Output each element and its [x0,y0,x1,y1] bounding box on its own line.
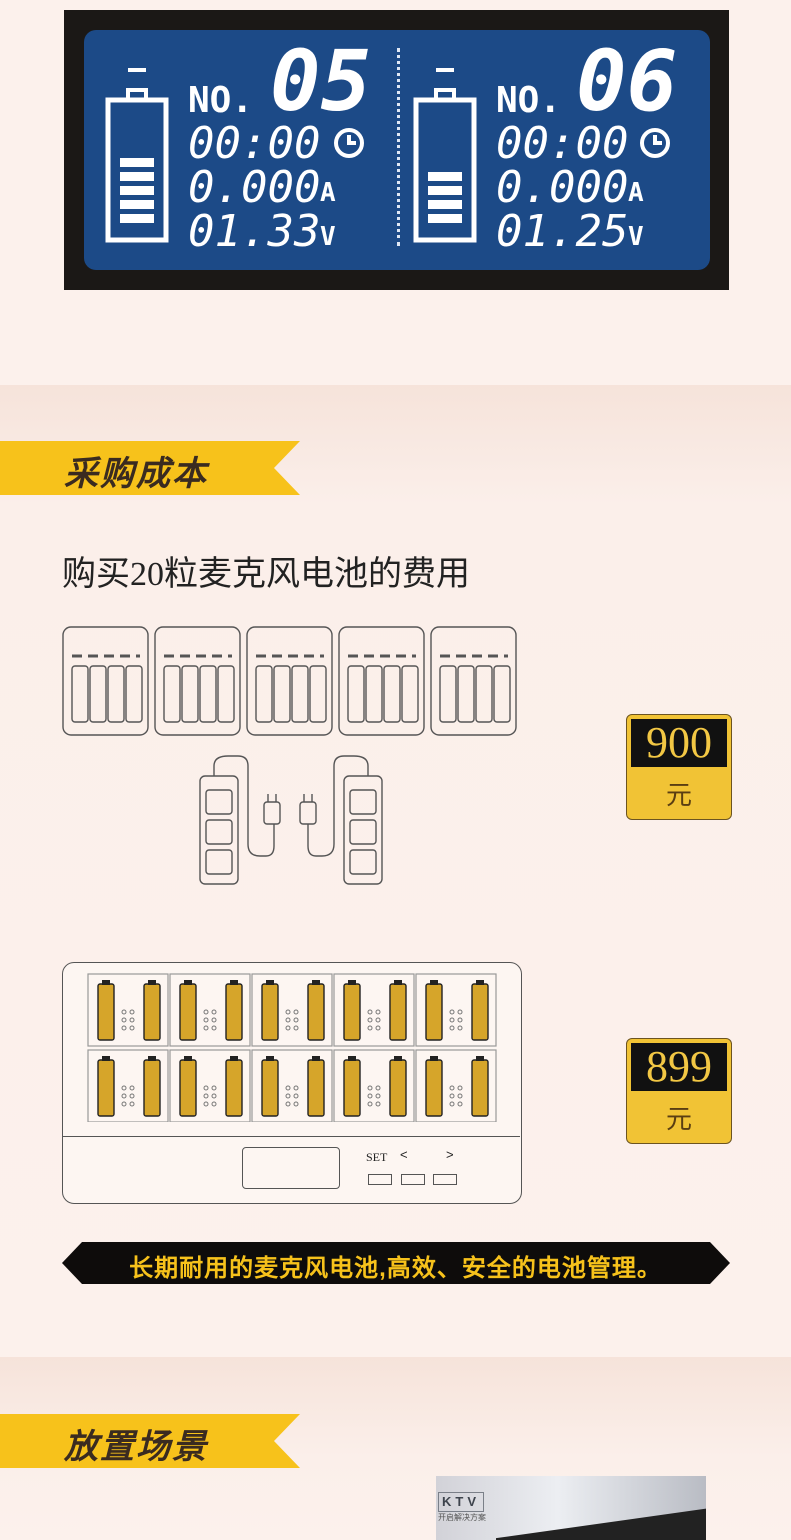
voltage-unit: V [628,222,644,252]
price-unit: 元 [665,781,692,810]
scene-photo: KTV 开启解决方案 [436,1476,706,1540]
small-chargers-illustration [62,626,517,736]
clock-icon [334,128,364,158]
current-reading: 0.000 [188,162,321,213]
next-button[interactable] [433,1174,457,1185]
current-unit: A [320,178,336,208]
ktv-sign: KTV [438,1492,484,1512]
price-tag: 900 元 [626,714,732,820]
charge-time: 00:00 [188,118,321,169]
section-ribbon [0,1414,300,1468]
large-charger-illustration [62,962,522,1204]
voltage-reading: 01.33 [188,206,321,257]
cost-section [0,385,791,1357]
clock-icon [640,128,670,158]
current-reading: 0.000 [496,162,629,213]
slot-label: NO. [188,80,254,121]
power-strip-illustration [199,755,383,885]
voltage-unit: V [320,222,336,252]
voltage-reading: 01.25 [496,206,629,257]
section-title: 采购成本 [64,455,208,493]
set-button[interactable] [368,1174,392,1185]
photo-caption: 开启解决方案 [438,1513,486,1522]
price-unit: 元 [665,1105,692,1134]
next-label: > [446,1147,454,1162]
slot-label: NO. [496,80,562,121]
charger-divider [63,1136,520,1137]
lcd-screen: NO. 05 00:00 0.000 A 01.33 V NO. 06 00:0… [84,30,710,270]
charger-slots [87,973,497,1122]
prev-button[interactable] [401,1174,425,1185]
price-tag: 899 元 [626,1038,732,1144]
price-amount: 900 [631,719,727,767]
price-amount: 899 [631,1043,727,1091]
small-charger [62,626,149,736]
banner-shape [62,1242,730,1284]
charge-time: 00:00 [496,118,629,169]
slot-number: 05 [270,32,372,130]
current-unit: A [628,178,644,208]
set-label: SET [366,1150,388,1164]
section-title: 放置场景 [64,1428,208,1466]
section-ribbon [0,441,300,495]
prev-label: < [400,1147,408,1162]
charger-screen [242,1147,340,1189]
battery-icon [413,68,477,243]
battery-icon [105,68,169,243]
slot-number: 06 [576,32,678,130]
feature-banner: 长期耐用的麦克风电池,高效、安全的电池管理。 [129,1255,662,1282]
lcd-divider [397,48,400,246]
photo-device [496,1505,706,1540]
section-subtitle: 购买20粒麦克风电池的费用 [62,556,470,593]
